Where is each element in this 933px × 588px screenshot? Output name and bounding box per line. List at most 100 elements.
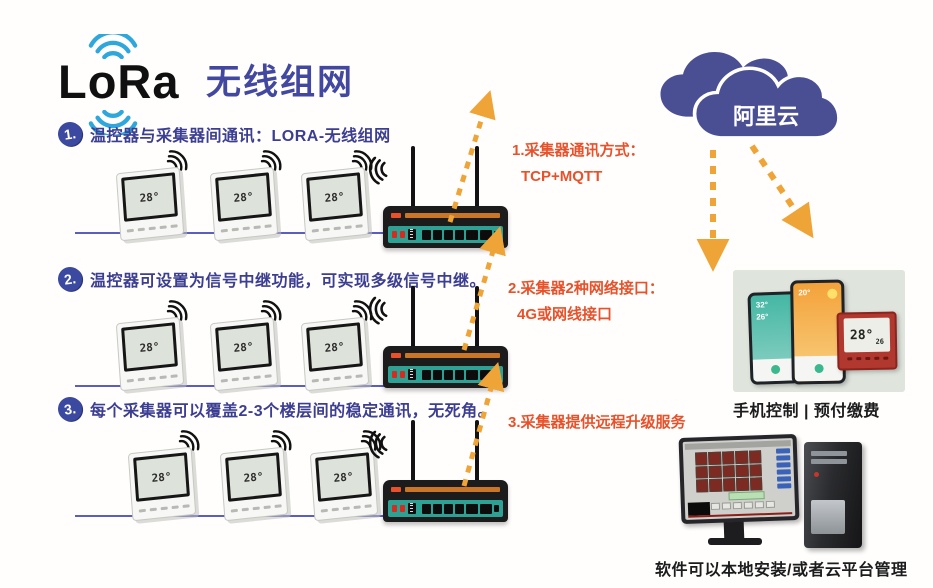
thermostat-temp: 28° [324,189,345,205]
page-title: 无线组网 [206,63,355,102]
thermostat-screen: 28° [225,452,282,502]
red-thermostat-subtemp: 26 [875,337,885,346]
gateway-front-panel [388,366,503,383]
thermostat-body: 28° [115,316,185,392]
software-screen [682,438,796,520]
phone-app-footer [794,355,843,382]
thermostat-body: 28° [300,316,370,392]
gateway-body [383,346,508,388]
thermostat: 28° [218,426,298,522]
thermostat-temp: 28° [151,469,172,485]
cloud-to-right-arrow [749,144,814,239]
drive-bay [811,459,847,464]
antenna [411,286,415,350]
aliyun-cloud: 阿里云 [650,46,845,146]
software-green-button [728,491,765,501]
logo-brand: LoRa [58,55,180,108]
step-1-text: 温控器与采集器间通讯：LORA-无线组网 [90,128,391,145]
phone-control-photo: 32° 26° 20° 28° 26 [733,270,905,392]
note-2-line-1: 2.采集器2种网络接口： [508,280,664,297]
red-thermostat: 28° 26 [836,311,898,371]
phone-temp-top: 32° [755,300,769,310]
monitor [678,433,800,525]
gateway-label-strip [391,351,500,360]
collector-gateway [367,286,508,388]
gateway-front-panel [388,500,503,517]
note-1-line-2: TCP+MQTT [521,168,603,185]
lora-logo: LoRa [58,34,238,130]
step-3-badge: 3. [56,395,84,423]
thermostat-temp: 28° [243,469,264,485]
thermostat-screen: 28° [215,322,272,372]
thermostat: 28° [114,146,194,242]
thermostat-body: 28° [209,166,279,242]
software-toolbar [684,440,791,450]
drive-bay [811,451,847,456]
note-communication: 1.采集器通讯方式： TCP+MQTT [512,138,752,190]
cloud-label: 阿里云 [733,104,799,129]
power-led [814,472,819,477]
antenna [411,420,415,484]
step-3-text: 每个采集器可以覆盖2-3个楼层间的稳定通讯，无死角。 [90,403,495,420]
software-log-area [687,502,711,516]
note-3-line-1: 3.采集器提供远程升级服务 [508,414,686,431]
thermostat-temp: 28° [233,339,254,355]
thermostat: 28° [208,146,288,242]
thermostat-buttons [215,374,277,383]
thermostat-temp: 28° [139,339,160,355]
antenna [411,146,415,210]
thermostat-screen: 28° [133,452,190,502]
thermostat-buttons [306,374,368,383]
thermostat-buttons [225,504,287,513]
software-bottom-buttons [710,500,776,510]
pc-tower [804,442,862,548]
phone-temp-mid: 26° [756,312,769,322]
wifi-signal-icon [367,429,389,460]
thermostat-body: 28° [127,446,197,522]
software-tile-grid [695,450,763,493]
thermostat-screen: 28° [121,322,178,372]
thermostat-buttons [133,504,195,513]
thermostat: 28° [208,296,288,392]
thermostat-temp: 28° [324,339,345,355]
thermostat-temp: 28° [333,469,354,485]
step-3-heading: 3. 每个采集器可以覆盖2-3个楼层间的稳定通讯，无死角。 [56,395,495,423]
collector-gateway [367,146,508,248]
wifi-signal-icon [367,295,389,326]
pc-caption: 软件可以本地安装/或者云平台管理 [655,562,908,579]
ethernet-ports [422,229,499,240]
thermostat-body: 28° [115,166,185,242]
red-thermostat-lcd: 28° 26 [843,317,891,353]
step-2-heading: 2. 温控器可设置为信号中继功能，可实现多级信号中继。 [56,265,486,293]
antenna [475,286,479,350]
step-2-badge: 2. [56,265,84,293]
red-thermostat-buttons [844,356,890,361]
thermostat-screen: 28° [306,172,363,222]
gateway-body [383,206,508,248]
thermostat-screen: 28° [121,172,178,222]
thermostat-body: 28° [300,166,370,242]
phone-caption: 手机控制 | 预付缴费 [733,403,880,420]
ethernet-ports [422,369,499,380]
cloud-icon: 阿里云 [660,51,841,140]
thermostat-temp: 28° [233,189,254,205]
note-remote-upgrade: 3.采集器提供远程升级服务 [508,410,748,436]
thermostat-screen: 28° [306,322,363,372]
gateway-label-strip [391,211,500,220]
gateway-front-panel [388,226,503,243]
red-thermostat-temp: 28° [849,327,874,343]
software-side-buttons [775,448,792,489]
note-1-line-1: 1.采集器通讯方式： [512,142,645,159]
phone-temp-right: 20° [798,288,811,298]
thermostat: 28° [114,296,194,392]
thermostat-body: 28° [219,446,289,522]
management-pc [672,428,910,554]
antenna [475,420,479,484]
tower-front-panel [811,500,845,534]
thermostat-body: 28° [209,316,279,392]
thermostat-buttons [315,504,377,513]
antenna [475,146,479,210]
collector-gateway [367,420,508,522]
wifi-signal-icon [367,155,389,186]
thermostat-screen: 28° [315,452,372,502]
